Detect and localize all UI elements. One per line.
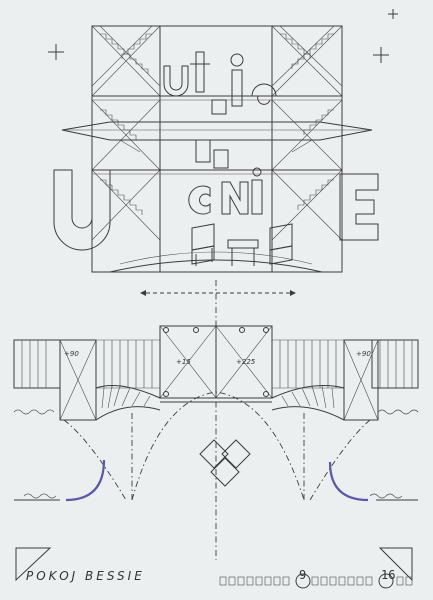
left-blue-arc [65, 459, 106, 502]
elevation-view [53, 25, 379, 273]
sheet-total: 16 [381, 568, 396, 582]
letter-U [53, 169, 111, 251]
upper-letters [163, 51, 277, 169]
left-stair-diagonals [91, 25, 161, 241]
level-right: +90 [356, 350, 371, 358]
title-block [15, 547, 413, 589]
drawing-title: POKOJ BESSIE [26, 569, 145, 583]
floor-plan: +90 +15 +225 +90 [13, 325, 419, 502]
frame-count-boxes [219, 576, 413, 586]
section-line [140, 290, 296, 296]
registration-mark-right [373, 47, 389, 63]
diamond-tiles [199, 439, 251, 487]
registration-mark-top-right [388, 9, 398, 19]
right-stair-diagonals [271, 25, 343, 241]
right-blue-arc [328, 461, 369, 502]
registration-mark-left [48, 44, 64, 60]
level-left: +90 [64, 350, 79, 358]
sheet-number: 9 [299, 568, 307, 582]
letter-E [339, 173, 379, 241]
middle-letters [188, 167, 263, 215]
level-center-left: +15 [176, 358, 191, 366]
level-center-right: +225 [236, 358, 256, 366]
